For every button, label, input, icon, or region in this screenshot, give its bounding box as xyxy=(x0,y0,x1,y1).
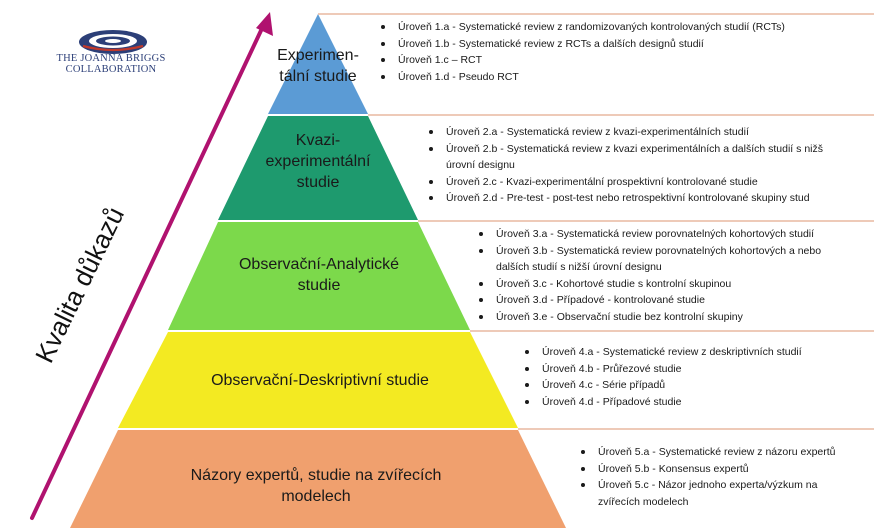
tier-2-label-line: Kvazi- xyxy=(295,132,341,149)
logo-line-1: THE JOANNA BRIGGS xyxy=(56,53,166,64)
list-item: Úroveň 3.a - Systematická review porovna… xyxy=(474,226,821,243)
list-item: Úroveň 4.d - Případové studie xyxy=(520,394,802,411)
logo-wordmark: THE JOANNA BRIGGS COLLABORATION xyxy=(16,53,206,75)
tier-5-band xyxy=(70,430,566,528)
tier-2-criteria-list: Úroveň 2.a - Systematická review z kvazi… xyxy=(424,124,823,207)
logo-line-2: COLLABORATION xyxy=(65,64,157,75)
list-item: Úroveň 2.a - Systematická review z kvazi… xyxy=(424,124,823,141)
list-item: Úroveň 1.b - Systematické review z RCTs … xyxy=(376,36,785,53)
tier-2-label-line: studie xyxy=(296,174,340,191)
list-item: Úroveň 2.b - Systematická review z kvazi… xyxy=(424,141,823,174)
list-item: Úroveň 2.d - Pre-test - post-test nebo r… xyxy=(424,190,823,207)
tier-1-label: Experimen- tální studie xyxy=(258,45,378,87)
tier-4-criteria-list: Úroveň 4.a - Systematické review z deskr… xyxy=(520,344,802,410)
list-item: Úroveň 5.b - Konsensus expertů xyxy=(576,461,836,478)
tier-3-criteria-list: Úroveň 3.a - Systematická review porovna… xyxy=(474,226,821,326)
tier-4-band xyxy=(118,332,518,428)
list-item: Úroveň 1.c – RCT xyxy=(376,52,785,69)
list-item: Úroveň 3.e - Observační studie bez kontr… xyxy=(474,309,821,326)
list-item: Úroveň 5.a - Systematické review z názor… xyxy=(576,444,836,461)
jbc-logo-icon xyxy=(79,30,147,54)
list-item: Úroveň 4.c - Série případů xyxy=(520,377,802,394)
tier-3-band xyxy=(168,222,470,330)
list-item: Úroveň 4.a - Systematické review z deskr… xyxy=(520,344,802,361)
tier-1-label-line: tální studie xyxy=(279,68,357,85)
list-item: Úroveň 3.b - Systematická review porovna… xyxy=(474,243,821,276)
tier-1-criteria-list: Úroveň 1.a - Systematické review z rando… xyxy=(376,19,785,85)
tier-5-label-line: modelech xyxy=(281,488,351,505)
list-item: Úroveň 1.d - Pseudo RCT xyxy=(376,69,785,86)
list-item: Úroveň 3.c - Kohortové studie s kontroln… xyxy=(474,276,821,293)
tier-5-label-line: Názory expertů, studie na zvířecích xyxy=(190,467,442,484)
tier-1-band xyxy=(268,14,368,114)
list-item: Úroveň 3.d - Případové - kontrolované st… xyxy=(474,292,821,309)
tier-3-label-line: studie xyxy=(297,277,341,294)
tier-4-label: Observační-Deskriptivní studie xyxy=(150,370,490,391)
list-item: Úroveň 4.b - Průřezové studie xyxy=(520,361,802,378)
tier-5-criteria-list: Úroveň 5.a - Systematické review z názor… xyxy=(576,444,836,510)
tier-3-label-line: Observační-Analytické xyxy=(238,256,400,273)
tier-3-label: Observační-Analytické studie xyxy=(194,254,444,296)
tier-dividers xyxy=(318,13,874,430)
tier-5-label: Názory expertů, studie na zvířecích mode… xyxy=(116,465,516,507)
quality-arrow-head xyxy=(256,12,273,36)
tier-1-label-line: Experimen- xyxy=(277,47,359,64)
tier-2-band xyxy=(218,116,418,220)
list-item: Úroveň 1.a - Systematické review z rando… xyxy=(376,19,785,36)
tier-2-label: Kvazi- experimentální studie xyxy=(238,130,398,193)
tier-2-label-line: experimentální xyxy=(265,153,371,170)
list-item: Úroveň 2.c - Kvazi-experimentální prospe… xyxy=(424,174,823,191)
tier-4-label-line: Observační-Deskriptivní studie xyxy=(211,372,429,389)
list-item: Úroveň 5.c - Názor jednoho experta/výzku… xyxy=(576,477,836,510)
quality-arrow-shaft xyxy=(30,20,267,520)
